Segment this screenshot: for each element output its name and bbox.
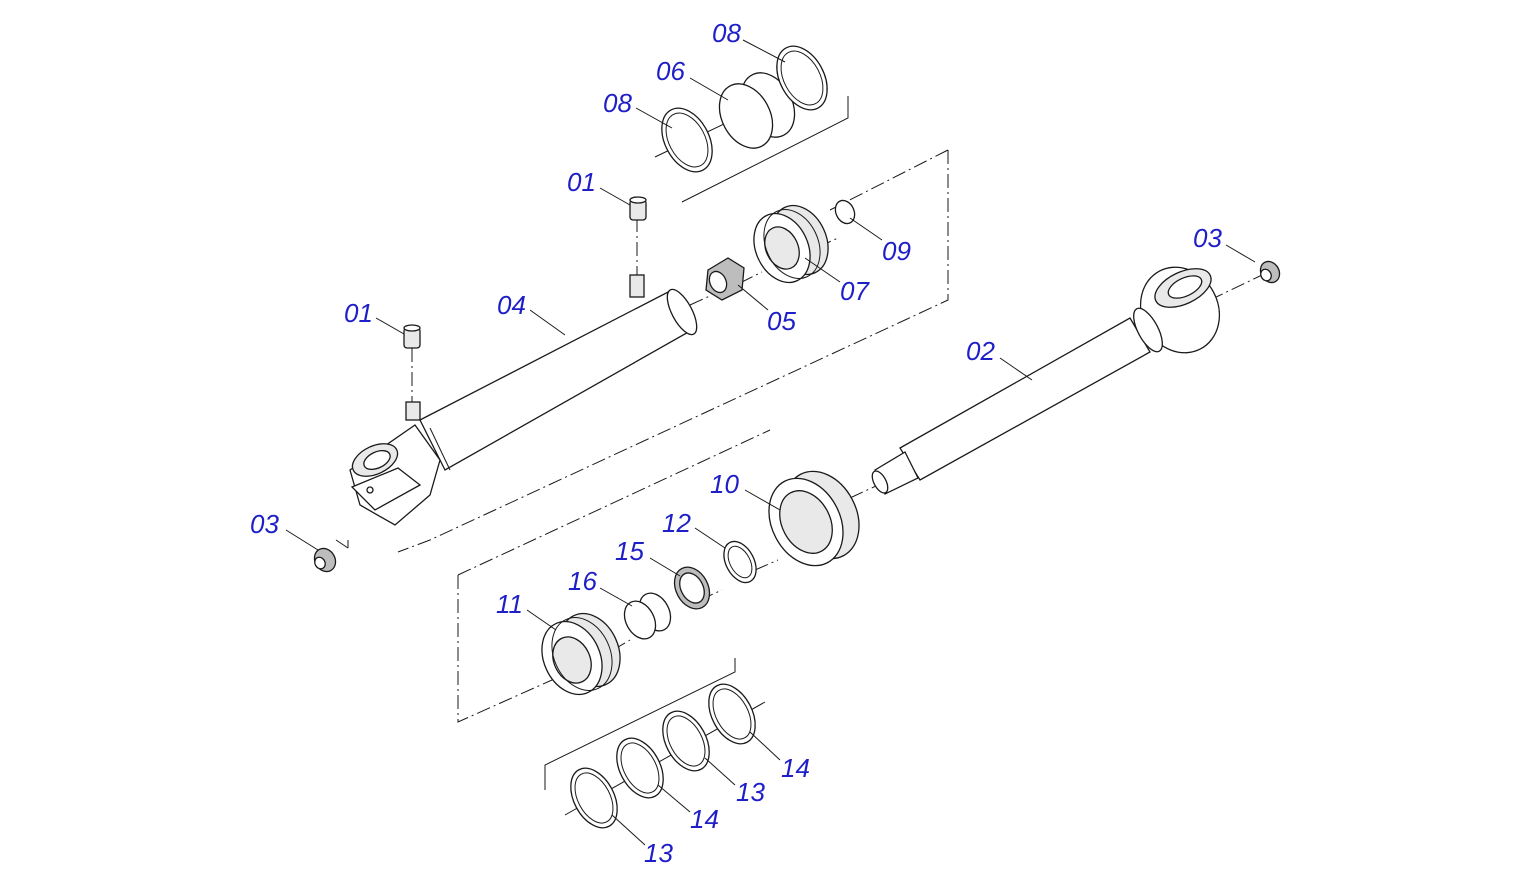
callout-13-bottom: 13 [644,838,673,868]
seal-ring-13-mid [662,710,710,772]
seal-ring-top [776,45,828,111]
callout-04: 04 [497,290,526,320]
callout-11: 11 [496,589,523,619]
callout-15: 15 [615,536,644,566]
callout-09: 09 [882,236,911,266]
callout-02: 02 [966,336,995,366]
leader-lines [285,39,1256,846]
callout-06: 06 [656,56,685,86]
callout-13-mid: 13 [736,777,765,807]
piston-rod [871,266,1221,495]
callout-14-right: 14 [781,753,810,783]
callout-03-right: 03 [1193,223,1222,253]
grease-cap-top [629,196,647,221]
seal-ring-14-mid [616,737,664,799]
callout-12: 12 [662,508,691,538]
o-ring [834,199,856,225]
callout-01-bottom: 01 [344,298,373,328]
callout-16: 16 [568,566,597,596]
grease-nipple-right [629,274,645,298]
seal-ring-14-right [708,683,756,745]
callout-08-top: 08 [712,18,741,48]
callout-14-mid: 14 [690,804,719,834]
cylinder-barrel [349,274,698,526]
seal-ring-13-bottom [570,767,618,829]
gland-nut [768,470,860,567]
callout-10: 10 [710,469,739,499]
grease-fitting-right [1259,260,1281,284]
bushing [623,592,672,640]
cylinder-head [541,612,621,696]
piston [753,204,829,284]
callout-01-top: 01 [567,167,596,197]
rod-seal [673,566,711,610]
callout-05: 05 [767,306,796,336]
lock-nut [705,257,745,301]
grease-nipple-left [405,401,421,421]
callout-labels: 08 06 08 01 09 07 05 04 01 03 02 03 10 1… [250,18,1222,868]
callout-03-left: 03 [250,509,279,539]
wiper-ring [723,540,757,584]
callout-08-left: 08 [603,88,632,118]
seal-ring-left [661,107,713,173]
callout-07: 07 [840,276,870,306]
grease-fitting-left [313,547,337,573]
grease-cap-bottom [403,324,421,349]
